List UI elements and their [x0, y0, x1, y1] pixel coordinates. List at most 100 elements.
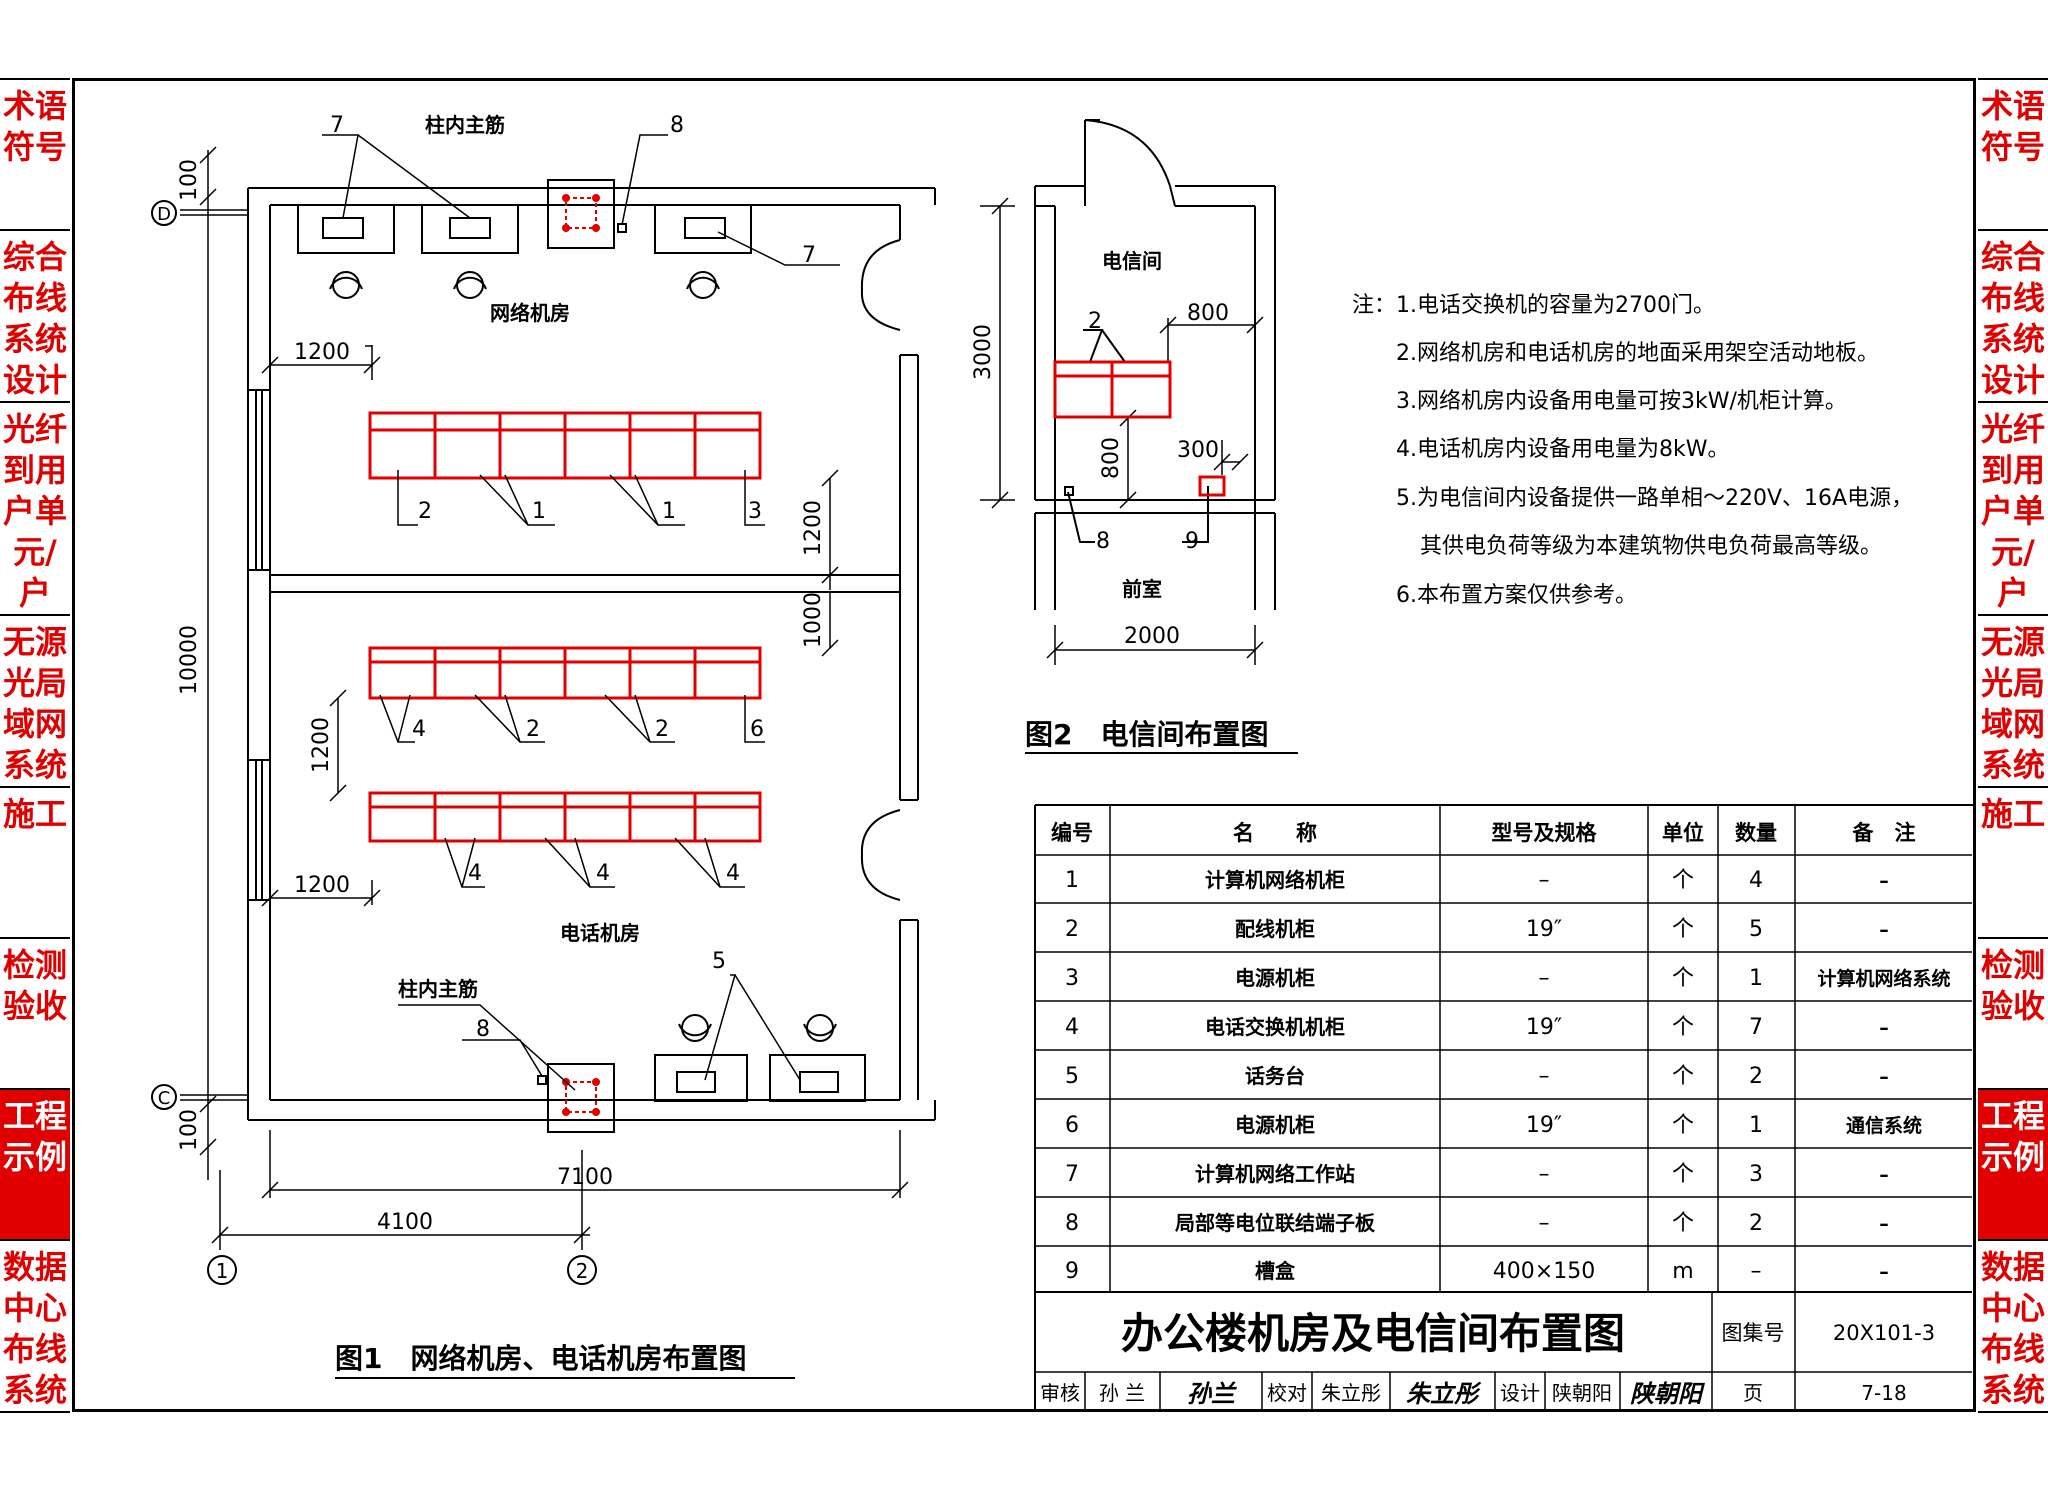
tag-label: 8	[670, 113, 684, 138]
tag-label: 6	[750, 717, 764, 742]
table-cell: 1	[1065, 868, 1079, 893]
tag-label: 7	[330, 113, 344, 138]
tag-label: 2	[418, 499, 432, 524]
table-cell: –	[1879, 1213, 1889, 1235]
tag-label: 1	[532, 499, 546, 524]
note-item: 4.电话机房内设备用电量为8kW。	[1396, 437, 1729, 462]
left-sidebar: 术语符号 综合布线系统设计 光纤到用户单元/户 无源光局域网系统 施工 检测验收…	[0, 78, 70, 1413]
dim-label: 10000	[177, 625, 202, 695]
fig2-cabinets	[1053, 360, 1226, 497]
note-item: 6.本布置方案仅供参考。	[1396, 583, 1637, 608]
table-cell: –	[1539, 966, 1550, 991]
table-cell: 1	[1749, 1113, 1763, 1138]
table-cell: 4	[1749, 868, 1763, 893]
table-row: 8 局部等电位联结端子板 – 个 2 –	[1065, 1211, 1889, 1236]
sidebar-tab-cabling-design[interactable]: 综合布线系统设计	[0, 231, 70, 403]
dim-label: 800	[1099, 437, 1124, 479]
table-cell: –	[1539, 868, 1550, 893]
cabinet-row-2	[368, 646, 762, 700]
cabinet-row-3	[368, 791, 762, 843]
sidebar-tab-inspection[interactable]: 检测验收	[0, 939, 70, 1090]
sidebar-tab-datacenter[interactable]: 数据中心布线系统	[1978, 1241, 2048, 1413]
table-header: 编号	[1051, 821, 1093, 845]
title-block: 办公楼机房及电信间布置图 图集号 20X101-3 审核 孙 兰 孙兰 校对 朱…	[1040, 1309, 1935, 1408]
table-cell: 5	[1065, 1064, 1079, 1089]
table-cell: 计算机网络系统	[1817, 967, 1950, 990]
table-cell: 个	[1672, 1064, 1694, 1089]
table-row: 3 电源机柜 – 个 1 计算机网络系统	[1065, 966, 1951, 991]
sidebar-tab-construction[interactable]: 施工	[1978, 788, 2048, 939]
sidebar-tab-fiber-to-home[interactable]: 光纤到用户单元/户	[0, 403, 70, 616]
note-item: 1.电话交换机的容量为2700门。	[1396, 293, 1715, 318]
dim-label: 1200	[294, 873, 350, 898]
table-cell: 电话交换机机柜	[1205, 1015, 1345, 1039]
axis-bubble-d	[151, 200, 177, 226]
page-label: 页	[1743, 1381, 1763, 1405]
table-cell: 19″	[1526, 1113, 1562, 1138]
sidebar-tab-cabling-design[interactable]: 综合布线系统设计	[1978, 231, 2048, 403]
dim-label: 100	[177, 1109, 202, 1151]
table-cell: –	[1879, 1066, 1889, 1088]
table-cell: 计算机网络机柜	[1205, 868, 1345, 892]
sidebar-tab-pon[interactable]: 无源光局域网系统	[1978, 616, 2048, 788]
fig1-dimension-lines	[199, 146, 909, 1244]
sidebar-tab-inspection[interactable]: 检测验收	[1978, 939, 2048, 1090]
chair-icon	[803, 1014, 837, 1042]
dim-label: 4100	[377, 1210, 433, 1235]
fig2-texts: 电信间 前室 3000 800 800 300 2000 2 8 9	[971, 249, 1229, 649]
drawing-title: 办公楼机房及电信间布置图	[1121, 1309, 1625, 1358]
fig1-caption: 图1 网络机房、电话机房布置图	[335, 1342, 746, 1375]
table-cell: m	[1672, 1259, 1693, 1284]
sidebar-tab-terms[interactable]: 术语符号	[1978, 78, 2048, 231]
tag-label: 4	[726, 861, 740, 886]
sidebar-tab-terms[interactable]: 术语符号	[0, 78, 70, 231]
table-cell: 槽盒	[1255, 1259, 1296, 1283]
fig2-floor-plan	[980, 119, 1276, 665]
page-number: 7-18	[1861, 1381, 1906, 1405]
sidebar-tab-datacenter[interactable]: 数据中心布线系统	[0, 1241, 70, 1413]
table-cell: 19″	[1526, 1015, 1562, 1040]
notes-prefix: 注：	[1352, 293, 1396, 318]
sidebar-tab-pon[interactable]: 无源光局域网系统	[0, 616, 70, 788]
table-cell: 4	[1065, 1015, 1079, 1040]
tag-label: 8	[1096, 529, 1110, 554]
table-cell: 通信系统	[1846, 1114, 1922, 1137]
table-cell: 2	[1749, 1211, 1763, 1236]
tag-label: 9	[1185, 529, 1199, 554]
review-label: 审核	[1040, 1381, 1080, 1405]
axis-label-d: D	[157, 204, 171, 225]
chair-icon	[678, 1014, 712, 1042]
table-header: 数量	[1735, 821, 1777, 845]
dim-label: 3000	[971, 324, 996, 380]
axis-label-c: C	[158, 1088, 171, 1109]
dim-label: 1000	[801, 592, 826, 648]
dim-label: 100	[177, 159, 202, 201]
tag-label: 1	[662, 499, 676, 524]
sidebar-tab-examples[interactable]: 工程示例	[1978, 1090, 2048, 1241]
atlas-label: 图集号	[1722, 1321, 1785, 1345]
table-cell: 配线机柜	[1235, 917, 1315, 941]
table-cell: –	[1539, 1162, 1550, 1187]
table-row: 9 槽盒 400×150 m – –	[1065, 1259, 1889, 1284]
fig1-leaders	[322, 134, 840, 1091]
table-cell: 5	[1749, 917, 1763, 942]
sidebar-tab-examples[interactable]: 工程示例	[0, 1090, 70, 1241]
sidebar-tab-fiber-to-home[interactable]: 光纤到用户单元/户	[1978, 403, 2048, 616]
sidebar-tab-construction[interactable]: 施工	[0, 788, 70, 939]
terminal-board-icon	[537, 1075, 547, 1085]
right-sidebar: 术语符号 综合布线系统设计 光纤到用户单元/户 无源光局域网系统 施工 检测验收…	[1978, 78, 2048, 1413]
checker-name: 朱立彤	[1321, 1381, 1381, 1405]
tag-label: 5	[712, 949, 726, 974]
table-row: 2 配线机柜 19″ 个 5 –	[1065, 917, 1889, 942]
fig2-caption: 图2 电信间布置图	[1025, 718, 1268, 751]
table-row: 1 计算机网络机柜 – 个 4 –	[1065, 868, 1889, 893]
table-row: 4 电话交换机机柜 19″ 个 7 –	[1065, 1015, 1889, 1040]
tag-label: 4	[412, 717, 426, 742]
table-header: 名 称	[1233, 821, 1317, 845]
design-label: 设计	[1500, 1381, 1540, 1405]
table-cell: 个	[1672, 966, 1694, 991]
equipment-table-grid	[1034, 804, 1976, 1412]
note-item: 2.网络机房和电话机房的地面采用架空活动地板。	[1396, 341, 1879, 366]
table-cell: 6	[1065, 1113, 1079, 1138]
